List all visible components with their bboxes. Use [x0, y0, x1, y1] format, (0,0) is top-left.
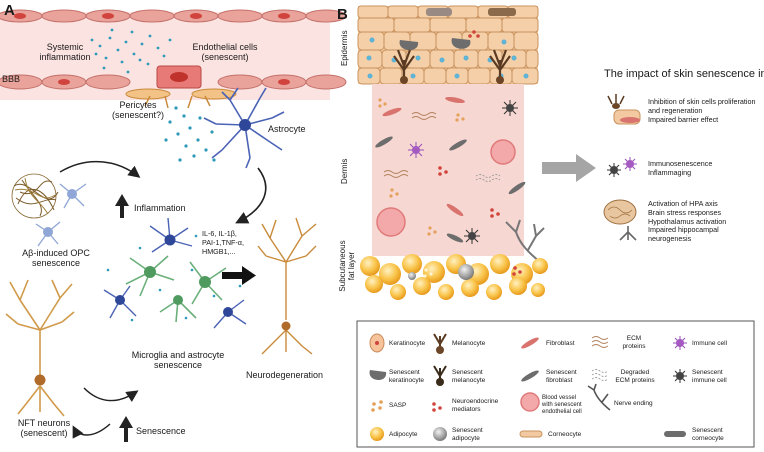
endothelial-row-bottom — [0, 65, 347, 90]
arrow-astrocyte-to-microglia — [235, 167, 267, 224]
neurodegeneration-label: Neurodegeneration — [246, 370, 324, 380]
dermis-label: Dermis — [340, 158, 349, 184]
legend-melanocyte: Melanocyte — [452, 340, 486, 347]
epidermis-layer — [357, 5, 539, 85]
legend-immune: Immune cell — [692, 340, 728, 347]
inflammation-label: Inflammation — [134, 203, 186, 213]
impact-icon-immune — [607, 157, 637, 177]
arrow-up-inflammation — [115, 194, 129, 218]
senescence-label: Senescence — [136, 426, 186, 436]
sasp-dots-top — [90, 28, 172, 74]
legend-corneocyte: Corneocyte — [548, 431, 582, 438]
endothelial-label: Endothelial cells(senescent) — [192, 42, 258, 62]
panel-a-letter: A — [4, 2, 15, 19]
pericyte-left — [125, 88, 171, 100]
legend-box — [356, 320, 755, 448]
panel-b-letter: B — [337, 6, 348, 23]
impact-title: The impact of skin senescence in aging — [604, 68, 764, 80]
sasp-dots-brain — [164, 106, 216, 162]
arrow-senescence-left — [72, 423, 111, 439]
pericytes-label: Pericytes(senescent?) — [111, 100, 165, 120]
degenerating-neuron — [257, 217, 317, 355]
arrow-senescence-right — [83, 387, 139, 402]
subcutaneous-fat-layer — [360, 254, 548, 300]
legend-adipocyte: Adipocyte — [389, 431, 418, 438]
arrow-to-impact — [542, 154, 596, 182]
astrocyte-label: Astrocyte — [268, 124, 306, 134]
abeta-opc-cluster — [11, 173, 87, 247]
bbb-label: BBB — [2, 74, 21, 84]
nerve-ending — [505, 219, 545, 263]
epidermis-label: Epidermis — [340, 30, 349, 66]
endothelial-row-top — [0, 9, 347, 23]
astrocyte — [203, 87, 285, 169]
impact-icon-skin — [607, 94, 641, 125]
nft-label: NFT neurons(senescent) — [17, 418, 71, 438]
legend-fibroblast: Fibroblast — [546, 340, 575, 347]
legend-nerve: Nerve ending — [614, 400, 653, 407]
legend-keratinocyte: Keratinocyte — [389, 340, 426, 347]
legend-sasp: SASP — [389, 402, 407, 409]
pericyte-right — [191, 88, 237, 100]
cytokines-label: IL-6, IL-1β,PAI-1,TNF-α,HMGB1,... — [200, 228, 246, 257]
arrow-up-senescence — [119, 416, 133, 442]
arrow-opc-to-inflammation — [59, 160, 141, 178]
blood-vessel-band — [0, 9, 347, 109]
nft-neuron — [5, 279, 75, 417]
melanocyte-pair — [393, 49, 511, 80]
arrow-to-neurodegeneration — [222, 266, 256, 285]
impact-icon-brain — [603, 199, 637, 241]
dermis-layer — [372, 84, 526, 256]
legend-icons — [369, 333, 687, 441]
